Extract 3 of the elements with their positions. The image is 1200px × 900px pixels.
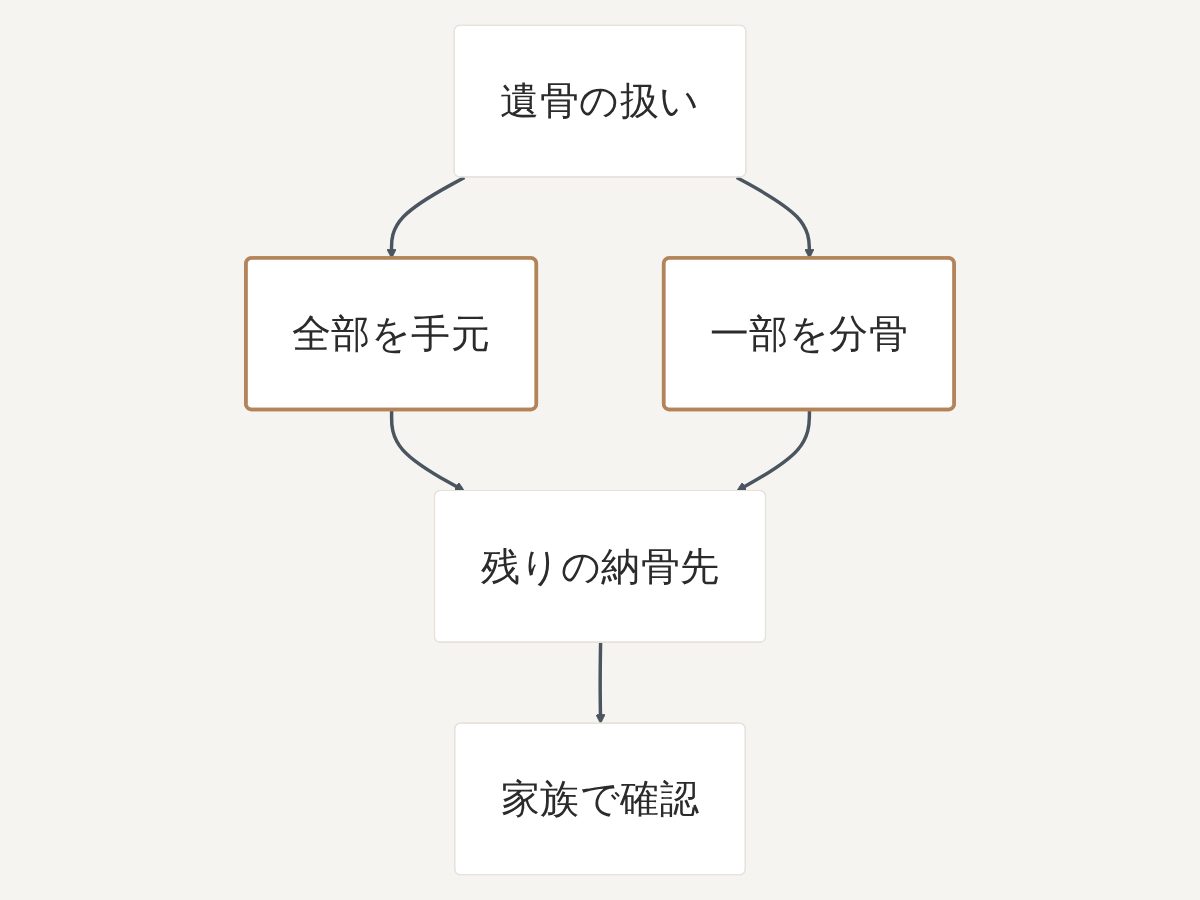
arrow <box>389 410 465 492</box>
arrow <box>595 642 606 725</box>
arrow <box>736 410 812 492</box>
